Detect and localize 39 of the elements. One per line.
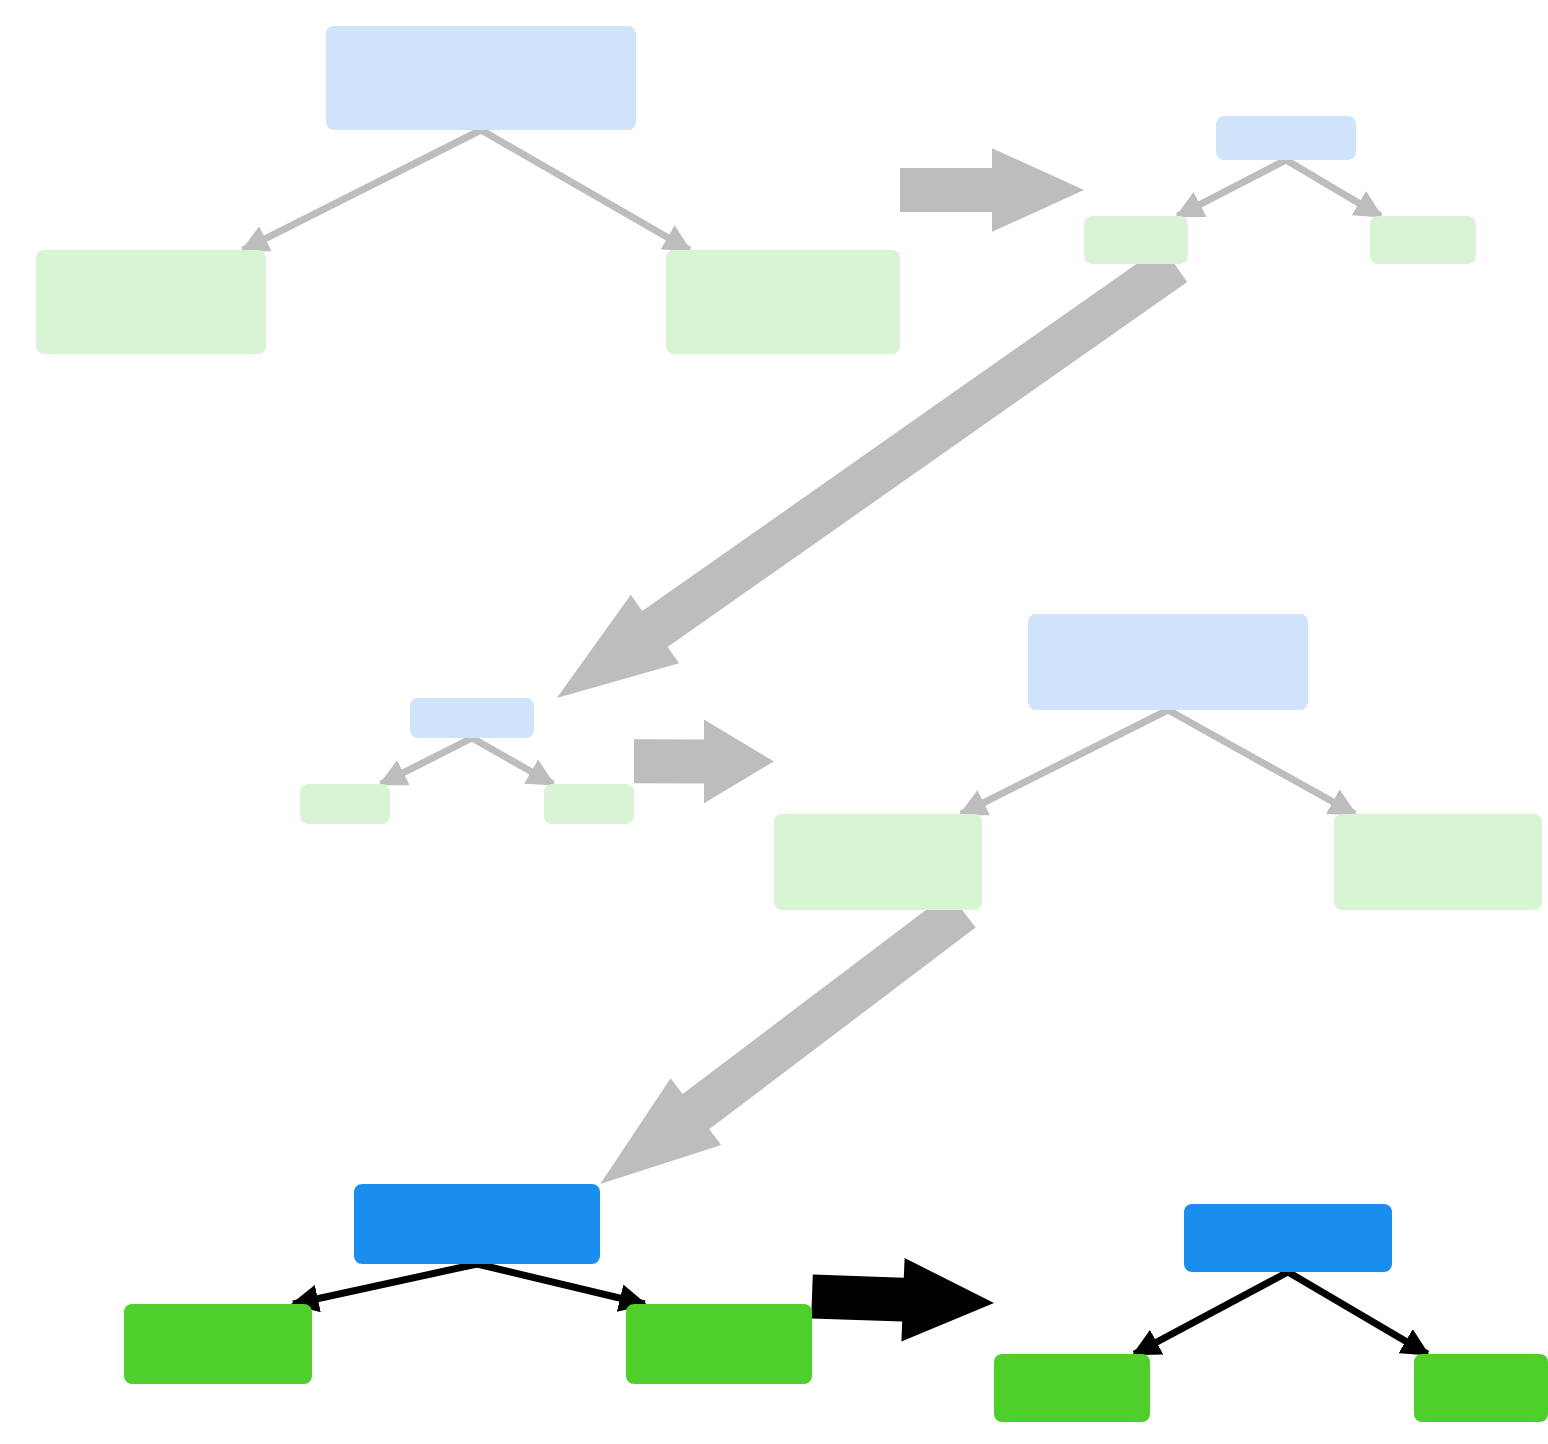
node-box (774, 814, 982, 910)
tree-figure (36, 26, 900, 354)
block-arrow (634, 719, 774, 804)
node-box (994, 1354, 1150, 1422)
node-box (544, 784, 634, 824)
block-arrow (811, 1258, 994, 1342)
node-box (124, 1304, 312, 1384)
arrow (240, 126, 483, 254)
arrow (958, 706, 1170, 818)
node-box (1216, 116, 1356, 160)
node-box (410, 698, 534, 738)
arrow (470, 734, 556, 788)
node-box (36, 250, 266, 354)
tree-figure (774, 614, 1542, 910)
node-box (1184, 1204, 1392, 1272)
node-box (1084, 216, 1188, 264)
arrow (378, 734, 474, 788)
arrow (1175, 156, 1288, 220)
node-box (1414, 1354, 1548, 1422)
tree-figure (994, 1204, 1548, 1422)
arrow (1286, 1269, 1430, 1357)
tree-figure (300, 698, 634, 824)
node-box (666, 250, 900, 354)
tree-figure (124, 1184, 812, 1384)
tree-figure (1084, 116, 1476, 264)
node-box (300, 784, 390, 824)
arrow (290, 1260, 478, 1313)
arrow (1284, 157, 1383, 219)
arrow (1166, 706, 1358, 818)
arrow (476, 1260, 648, 1312)
node-box (354, 1184, 600, 1264)
node-box (1334, 814, 1542, 910)
block-arrow (900, 148, 1084, 232)
node-box (1028, 614, 1308, 710)
node-box (1370, 216, 1476, 264)
node-box (326, 26, 636, 130)
arrow (479, 126, 692, 254)
node-box (626, 1304, 812, 1384)
arrow (1131, 1268, 1290, 1358)
